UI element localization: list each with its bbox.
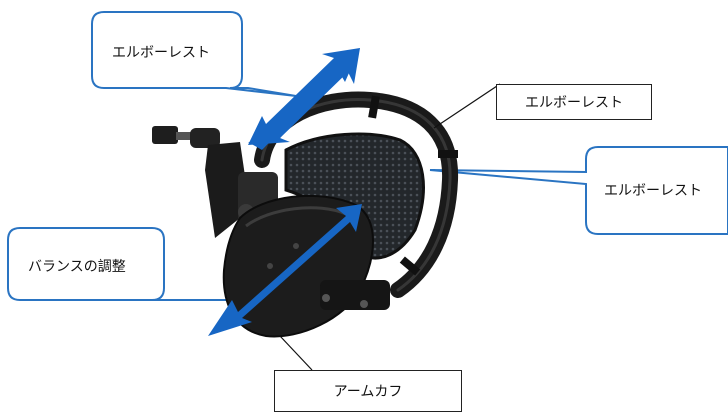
label-box-arm-cuff: アームカフ [274,370,462,412]
callout-mid-right [429,146,728,235]
callout-left [7,227,226,301]
callout-label-balance-adjust: バランスの調整 [28,259,126,275]
label-elbow-rest-top-right: エルボーレスト [525,95,623,111]
leader-bottom [279,335,313,371]
callout-label-elbow-rest-top-left: エルボーレスト [112,45,210,61]
callout-top-left [91,11,297,97]
label-box-elbow-rest-top-right: エルボーレスト [496,84,652,120]
arrow-lower [208,204,362,336]
label-arm-cuff: アームカフ [333,384,403,400]
arrow-upper [248,48,360,150]
arm-cuff [222,194,390,338]
leader-top-right [433,83,501,129]
callout-label-elbow-rest-mid-right: エルボーレスト [604,183,702,199]
